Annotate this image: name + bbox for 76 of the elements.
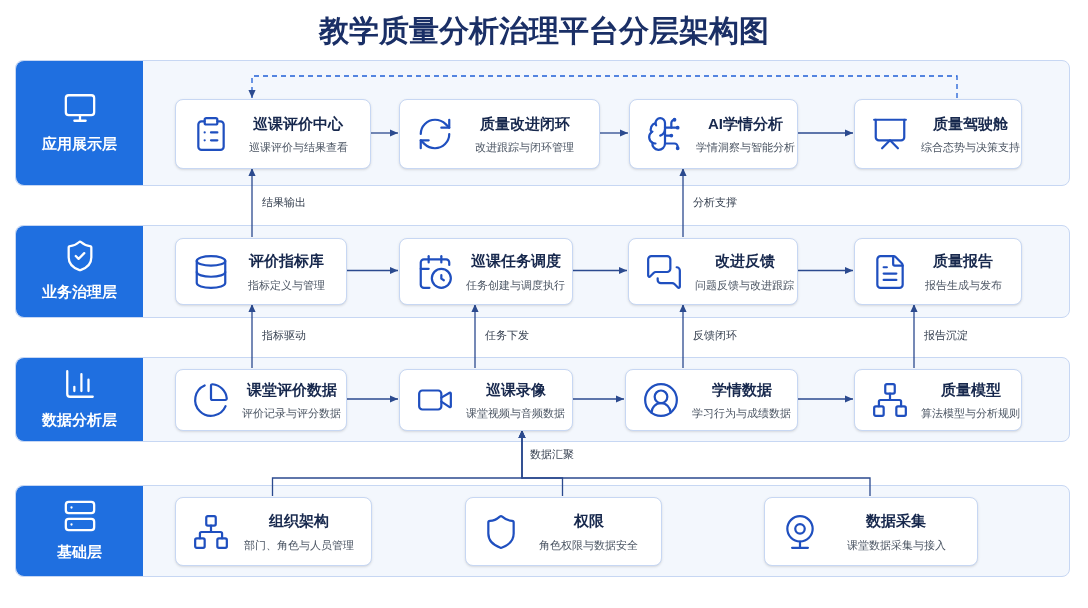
module-card — [399, 238, 573, 305]
edge-label: 任务下发 — [483, 327, 531, 344]
module-title: 巡课任务调度 — [470, 251, 561, 271]
arrow — [910, 303, 918, 369]
layer-band — [15, 60, 1070, 186]
module-title: 质量改进闭环 — [479, 113, 570, 134]
arrow — [471, 303, 479, 369]
module-description: 问题反馈与改进跟踪 — [695, 277, 794, 293]
layer-title: 应用展示层 — [42, 133, 117, 154]
arrow — [248, 167, 256, 238]
edge-label: 报告沉淀 — [922, 327, 970, 344]
module-card — [175, 369, 347, 431]
module-title: 组织架构 — [268, 511, 329, 531]
module-title: 评价指标库 — [248, 251, 324, 271]
module-title: 数据采集 — [866, 511, 926, 531]
arrow — [571, 266, 628, 275]
edge-label: 反馈闭环 — [691, 327, 739, 344]
module-title: 巡课录像 — [485, 379, 546, 400]
module-card — [854, 99, 1022, 169]
module-title: 质量驾驶舱 — [933, 113, 1008, 134]
module-title: 改进反馈 — [714, 251, 775, 271]
arrow — [518, 429, 871, 497]
module-title: 学情数据 — [711, 379, 772, 400]
layer-band — [15, 225, 1070, 318]
module-title: 巡课评价中心 — [253, 113, 343, 134]
arrow — [796, 395, 854, 403]
module-title: 质量模型 — [940, 379, 1001, 400]
arrow — [679, 303, 687, 369]
module-card — [399, 369, 573, 431]
module-description: 学习行为与成绩数据 — [692, 406, 791, 421]
arrow — [248, 303, 256, 369]
arrow — [571, 395, 625, 403]
module-title: 课堂评价数据 — [246, 379, 337, 400]
module-card — [625, 369, 798, 431]
arrow — [679, 167, 687, 238]
arrow — [345, 266, 399, 275]
layer-title: 数据分析层 — [42, 410, 117, 431]
module-description: 报告生成与发布 — [924, 277, 1002, 293]
arrow — [369, 129, 399, 137]
edge-label: 指标驱动 — [260, 327, 308, 344]
module-description: 角色权限与数据安全 — [539, 537, 638, 553]
module-card — [175, 99, 371, 169]
edge-label: 数据汇聚 — [528, 446, 576, 463]
module-card — [175, 497, 372, 566]
arrow — [796, 266, 854, 275]
module-card — [629, 99, 798, 169]
module-card — [399, 99, 600, 169]
module-card — [175, 238, 347, 305]
module-card — [854, 369, 1022, 431]
arrow — [598, 129, 629, 137]
layer-title: 业务治理层 — [42, 282, 117, 303]
module-description: 任务创建与调度执行 — [466, 277, 565, 293]
module-description: 改进跟踪与闭环管理 — [475, 140, 574, 155]
layer-band — [15, 485, 1070, 577]
dashed-arrow — [248, 75, 958, 99]
module-description: 课堂数据采集与接入 — [846, 537, 946, 553]
module-card — [854, 238, 1022, 305]
module-description: 巡课评价与结果查看 — [248, 140, 348, 155]
module-title: 权限 — [573, 511, 604, 531]
module-description: 学情洞察与智能分析 — [696, 140, 795, 155]
module-card — [465, 497, 662, 566]
diagram-title: 教学质量分析治理平台分层架构图 — [317, 13, 770, 49]
module-title: AI学情分析 — [708, 113, 783, 134]
layer-title: 基础层 — [57, 541, 102, 562]
module-description: 课堂视频与音频数据 — [466, 406, 565, 421]
module-title: 质量报告 — [933, 251, 993, 271]
module-card — [764, 497, 978, 566]
layer-band — [15, 357, 1070, 442]
arrow — [345, 395, 399, 403]
module-description: 算法模型与分析规则 — [921, 406, 1020, 421]
module-description: 综合态势与决策支持 — [921, 140, 1020, 155]
module-description: 部门、角色与人员管理 — [243, 537, 354, 553]
arrow — [796, 129, 854, 137]
module-card — [628, 238, 798, 305]
module-description: 指标定义与管理 — [247, 277, 325, 293]
module-description: 评价记录与评分数据 — [242, 406, 341, 421]
